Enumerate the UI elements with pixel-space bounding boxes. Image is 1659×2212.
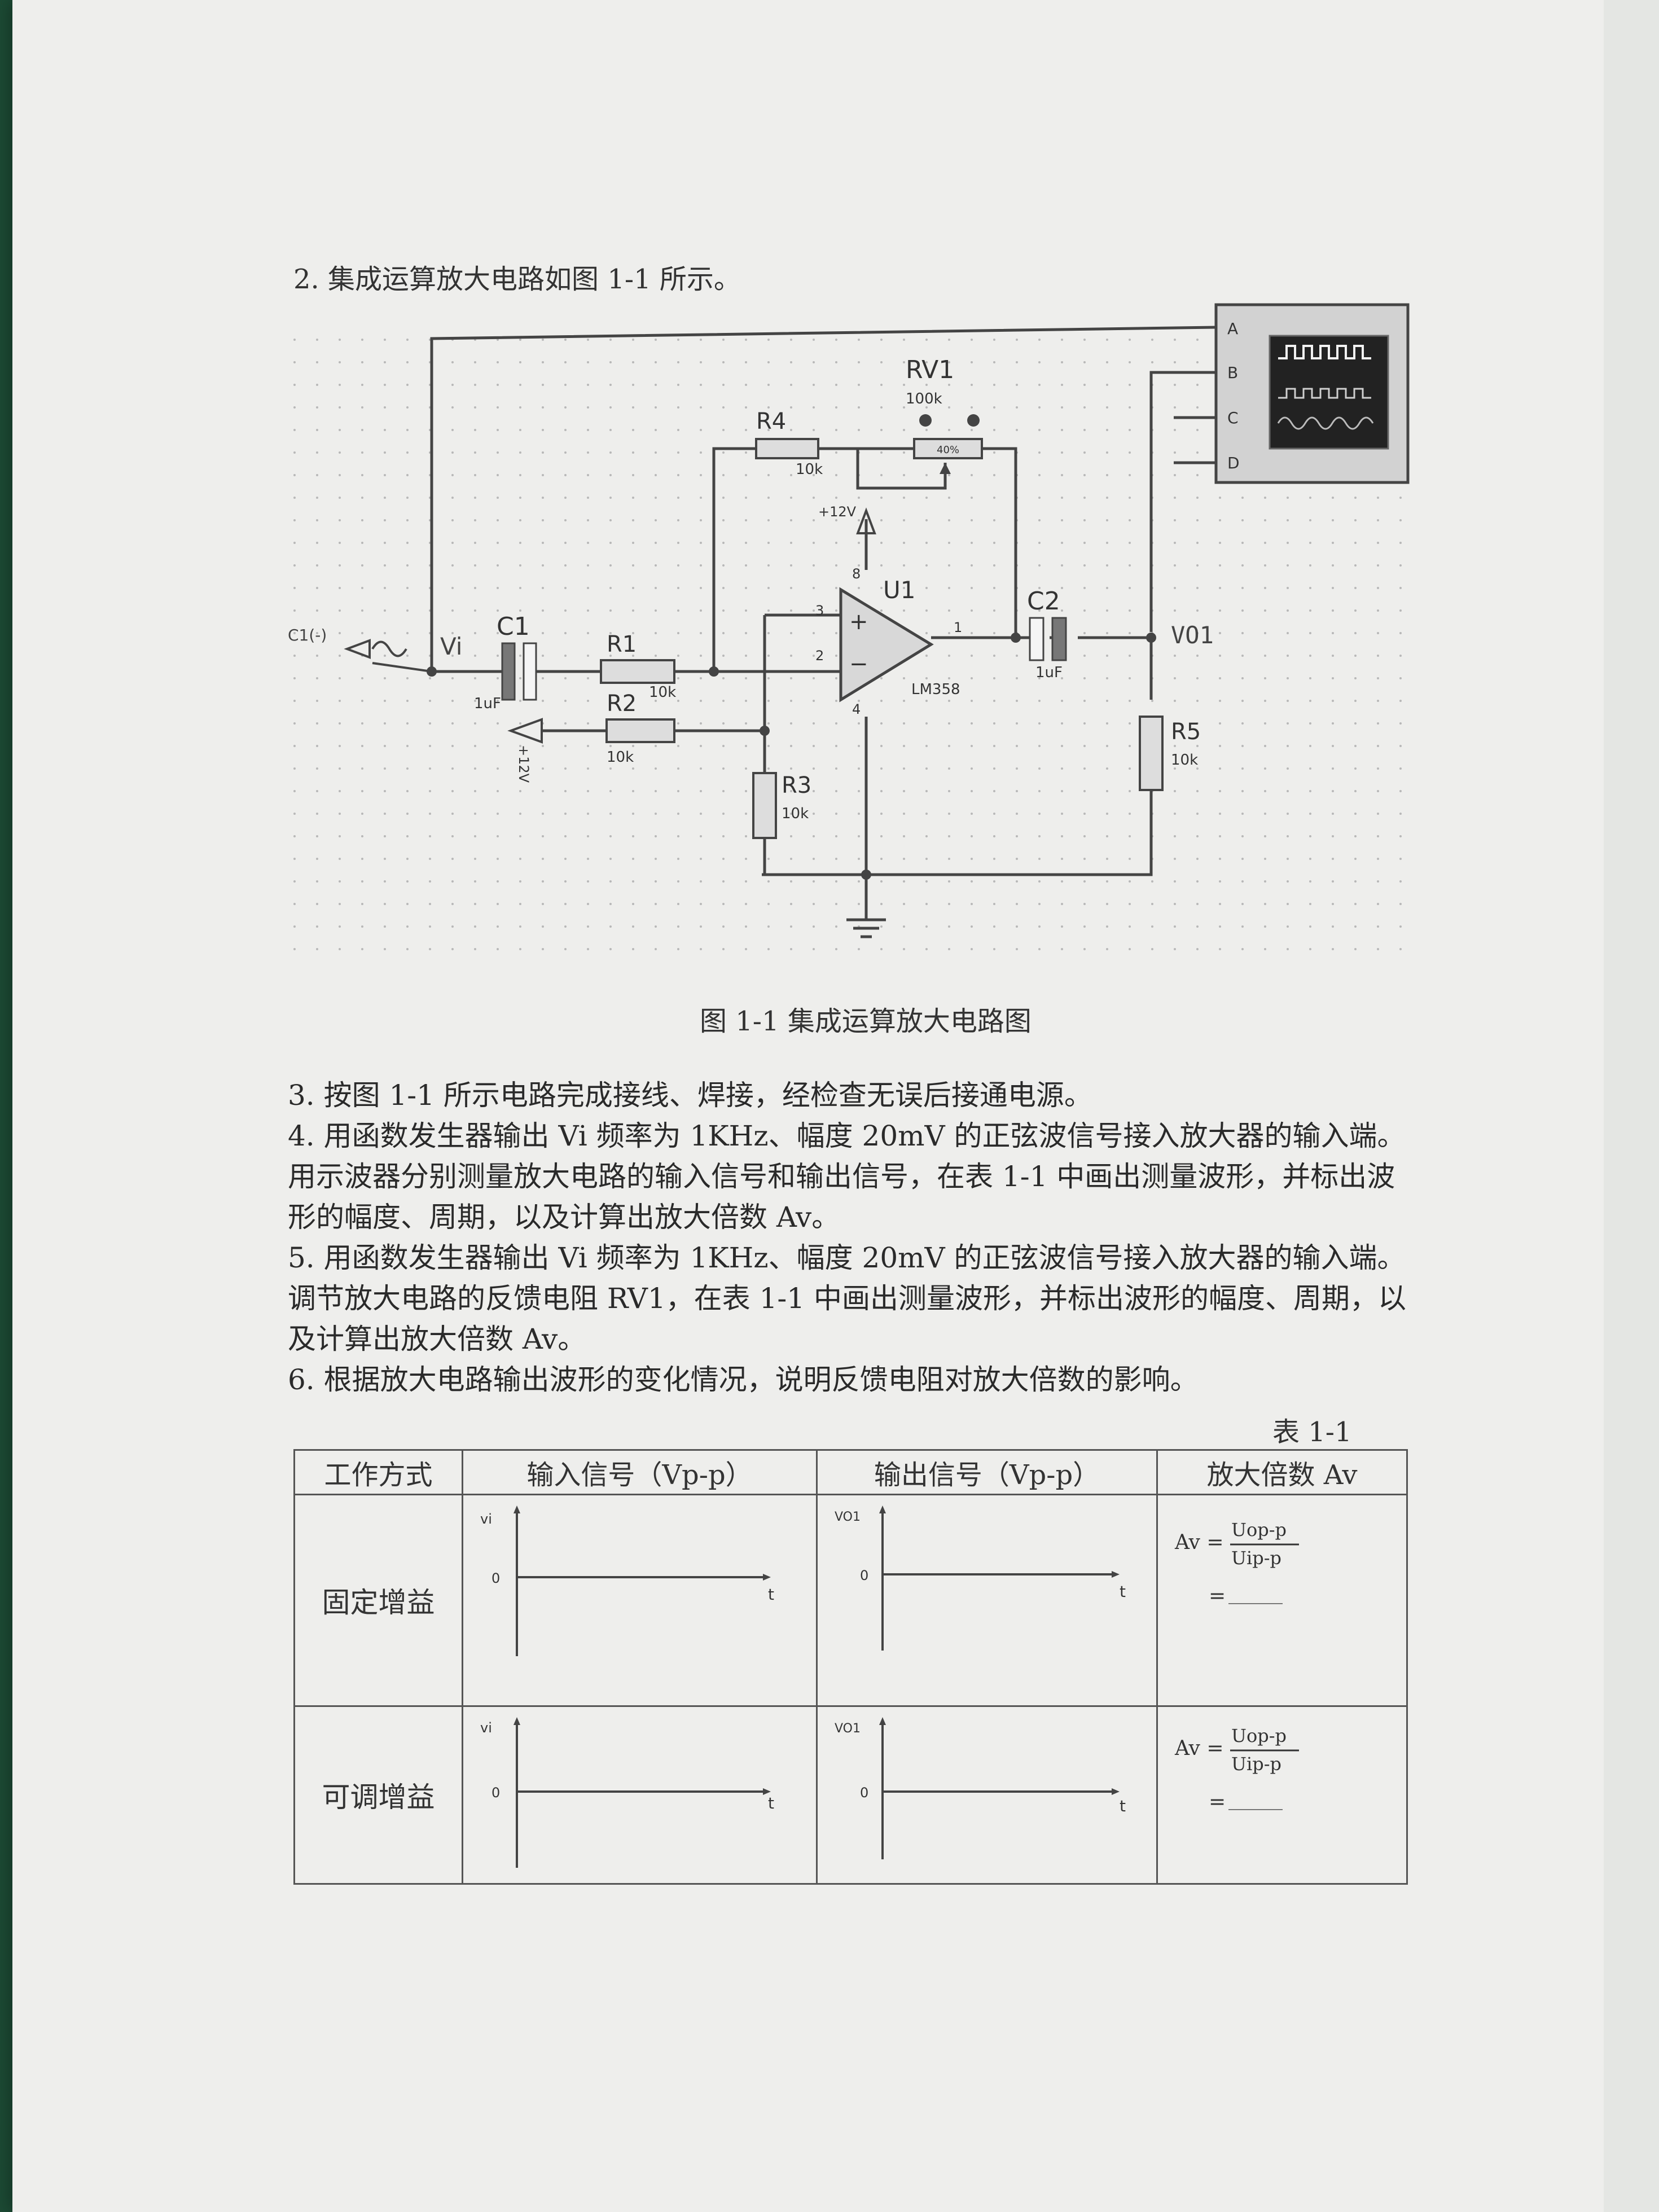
resistor-r4: R4 10k (755, 409, 823, 478)
c1-value: 1uF (474, 695, 501, 712)
axis-label-t: t (1120, 1582, 1126, 1601)
u1-name: U1 (883, 576, 915, 604)
header-output: 输出信号（Vp-p） (816, 1449, 1158, 1495)
axis-origin: 0 (860, 1785, 868, 1801)
axis-label-vo: VO1 (835, 1510, 861, 1524)
rv1-name: RV1 (906, 356, 954, 384)
axis-label-t: t (1120, 1797, 1126, 1815)
input-axes-fixed: vi 0 t (462, 1494, 818, 1707)
resistor-r5: R5 10k (1139, 716, 1201, 791)
result-table: 工作方式 输入信号（Vp-p） 输出信号（Vp-p） 放大倍数 Av 固定增益 … (293, 1449, 1408, 1885)
output-axes-adjustable: VO1 0 t (816, 1705, 1158, 1885)
pin-8: 8 (852, 566, 861, 582)
potentiometer-rv1: RV1 100k 40% (906, 356, 983, 474)
formula-equals: = (1209, 1790, 1226, 1814)
row-mode-adjustable: 可调增益 (293, 1705, 463, 1885)
formula-numerator: Uop-p (1231, 1725, 1287, 1746)
c2-value: 1uF (1035, 664, 1063, 681)
formula-equals: = (1209, 1585, 1226, 1608)
scope-channel-d: D (1227, 454, 1240, 472)
header-mode: 工作方式 (293, 1449, 463, 1495)
formula-numerator: Uop-p (1231, 1519, 1287, 1540)
step-4: 4. 用函数发生器输出 Vi 频率为 1KHz、幅度 20mV 的正弦波信号接入… (288, 1120, 1406, 1234)
step-5: 5. 用函数发生器输出 Vi 频率为 1KHz、幅度 20mV 的正弦波信号接入… (288, 1241, 1406, 1355)
scope-channel-b: B (1227, 363, 1238, 382)
axis-label-t: t (768, 1794, 774, 1812)
axis-label-vi: vi (480, 1720, 492, 1736)
table-row: 可调增益 vi 0 t VO1 (293, 1705, 1408, 1885)
opamp-plus: + (849, 609, 868, 635)
capacitor-c1: C1 1uF (474, 612, 537, 712)
gain-formula-adjustable: Av = Uop-p Uip-p = ______ (1156, 1705, 1408, 1885)
r3-value: 10k (782, 805, 809, 822)
c2-name: C2 (1027, 587, 1060, 616)
r4-name: R4 (756, 409, 786, 434)
formula-denominator: Uip-p (1231, 1753, 1281, 1775)
oscilloscope: A B C D (1214, 303, 1410, 484)
background-right-edge (1604, 0, 1659, 2212)
formula-blank: ______ (1228, 1789, 1283, 1810)
supply-left-label: +12V (516, 745, 532, 783)
r4-value: 10k (796, 461, 823, 478)
supply-pos-label: +12V (818, 504, 857, 520)
resistor-r2: R2 10k +12V (507, 691, 675, 783)
ground-symbol (846, 918, 886, 938)
axis-origin: 0 (860, 1568, 868, 1583)
circuit-wires (430, 326, 1217, 920)
axis-label-t: t (768, 1585, 774, 1604)
r2-name: R2 (607, 691, 637, 717)
r5-value: 10k (1171, 752, 1198, 769)
section-heading: 2. 集成运算放大电路如图 1-1 所示。 (293, 264, 741, 295)
pin-2: 2 (815, 648, 824, 664)
source-label: C1(-) (288, 626, 327, 644)
r1-value: 10k (649, 684, 676, 701)
formula-denominator: Uip-p (1231, 1547, 1281, 1569)
resistor-r1: R1 10k (600, 631, 676, 701)
output-axes-fixed: VO1 0 t (816, 1494, 1158, 1707)
r2-value: 10k (607, 749, 634, 766)
table-caption: 表 1-1 (1272, 1416, 1352, 1448)
axis-origin: 0 (491, 1785, 500, 1801)
table-header-row: 工作方式 输入信号（Vp-p） 输出信号（Vp-p） 放大倍数 Av (293, 1449, 1408, 1495)
gain-formula-fixed: Av = Uop-p Uip-p = ______ (1156, 1494, 1408, 1707)
formula-lhs: Av = (1174, 1531, 1223, 1554)
u1-part: LM358 (911, 681, 960, 698)
circuit-diagram: C1(-) Vi C1 1uF R1 10k R2 10k +12V R3 10… (288, 303, 1422, 965)
r5-name: R5 (1171, 719, 1201, 745)
axis-label-vi: vi (480, 1511, 492, 1527)
step-6: 6. 根据放大电路输出波形的变化情况，说明反馈电阻对放大倍数的影响。 (288, 1363, 1199, 1396)
vi-label: Vi (440, 633, 462, 660)
rv1-value: 100k (906, 390, 942, 407)
c1-name: C1 (497, 612, 530, 641)
r3-name: R3 (782, 773, 811, 798)
background-left-edge (0, 0, 12, 2212)
header-gain: 放大倍数 Av (1156, 1449, 1408, 1495)
r1-name: R1 (607, 631, 637, 657)
capacitor-c2: C2 1uF VO1 (1027, 587, 1214, 681)
pin-3: 3 (815, 603, 824, 618)
header-input: 输入信号（Vp-p） (462, 1449, 818, 1495)
pin-4: 4 (852, 701, 861, 717)
vo1-label: VO1 (1171, 621, 1214, 649)
opamp-minus: − (849, 651, 868, 677)
formula-blank: ______ (1228, 1583, 1283, 1604)
formula-lhs: Av = (1174, 1737, 1223, 1760)
axis-label-vo: VO1 (835, 1722, 861, 1736)
pin-1: 1 (954, 620, 962, 635)
resistor-r3: R3 10k (752, 772, 811, 839)
signal-source: C1(-) Vi (288, 626, 462, 673)
input-axes-adjustable: vi 0 t (462, 1705, 818, 1885)
table-row: 固定增益 vi 0 t VO1 (293, 1494, 1408, 1707)
figure-caption: 图 1-1 集成运算放大电路图 (700, 1006, 1032, 1037)
axis-origin: 0 (491, 1570, 500, 1586)
row-mode-fixed: 固定增益 (293, 1494, 463, 1707)
scope-channel-a: A (1227, 319, 1238, 338)
instruction-steps: 3. 按图 1-1 所示电路完成接线、焊接，经检查无误后接通电源。 4. 用函数… (288, 1075, 1422, 1400)
rv1-setting: 40% (937, 444, 959, 456)
scope-channel-c: C (1227, 409, 1239, 427)
step-3: 3. 按图 1-1 所示电路完成接线、焊接，经检查无误后接通电源。 (288, 1079, 1092, 1112)
opamp-u1: + − U1 LM358 3 2 1 8 4 +12V (815, 504, 962, 717)
